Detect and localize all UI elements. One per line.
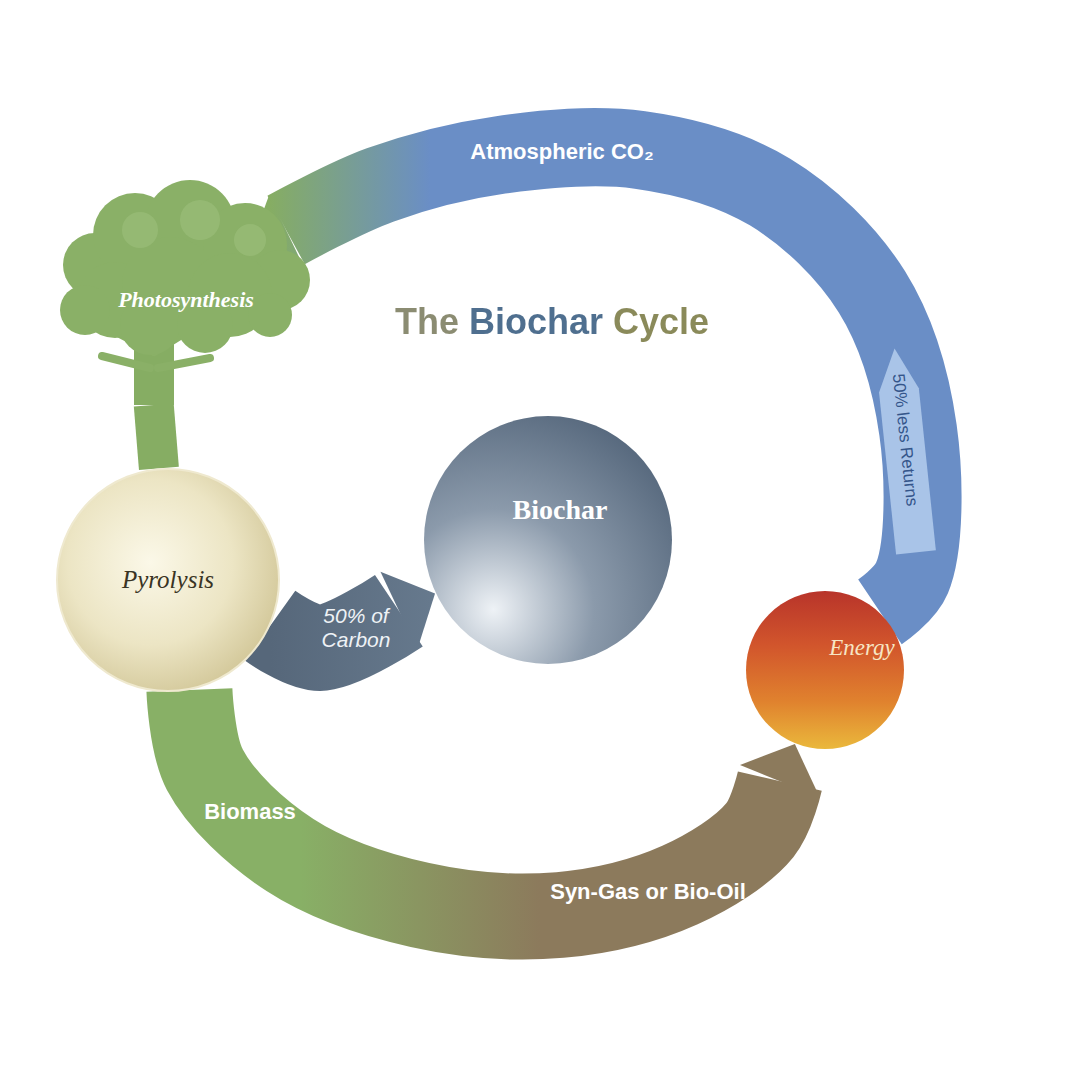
trunk-band [154,405,159,468]
gas-band [189,690,819,917]
edge-label: Syn-Gas or Bio-Oil [550,879,746,904]
tree-shape: Photosynthesis [40,190,250,405]
return-arrow [875,346,936,554]
tree-canopy [60,285,110,335]
return-arrow-group [875,346,936,554]
tree-highlight [234,224,266,256]
tree-highlight [122,212,158,248]
circle-shape [57,469,279,691]
node-text: Biochar [513,495,608,526]
circle-shape [424,416,672,664]
tree-highlight [180,200,220,240]
band-path [189,690,779,917]
edge-label: 50% of Carbon [313,604,399,652]
arrow-head [740,744,820,797]
band-path [154,405,159,468]
tree-canopy [248,293,292,337]
edge-label: Atmospheric CO₂ [470,139,653,164]
arrow-note: 50% less Returns [888,373,921,508]
band-label: Biomass [204,799,296,824]
product-circle: Biochar [423,415,673,665]
node-text: Pyrolysis [122,566,214,594]
output-circle: Energy [745,590,905,750]
node-text: Photosynthesis [118,288,254,312]
node-text: Energy [829,635,895,660]
node-outline [423,415,673,665]
node-outline [745,590,905,750]
process-circle: Pyrolysis [56,468,280,692]
tree-branch [102,356,150,368]
circle-shape [746,591,904,749]
tree-branch [158,358,210,368]
diagram-title: The Biochar Cycle [395,301,709,343]
